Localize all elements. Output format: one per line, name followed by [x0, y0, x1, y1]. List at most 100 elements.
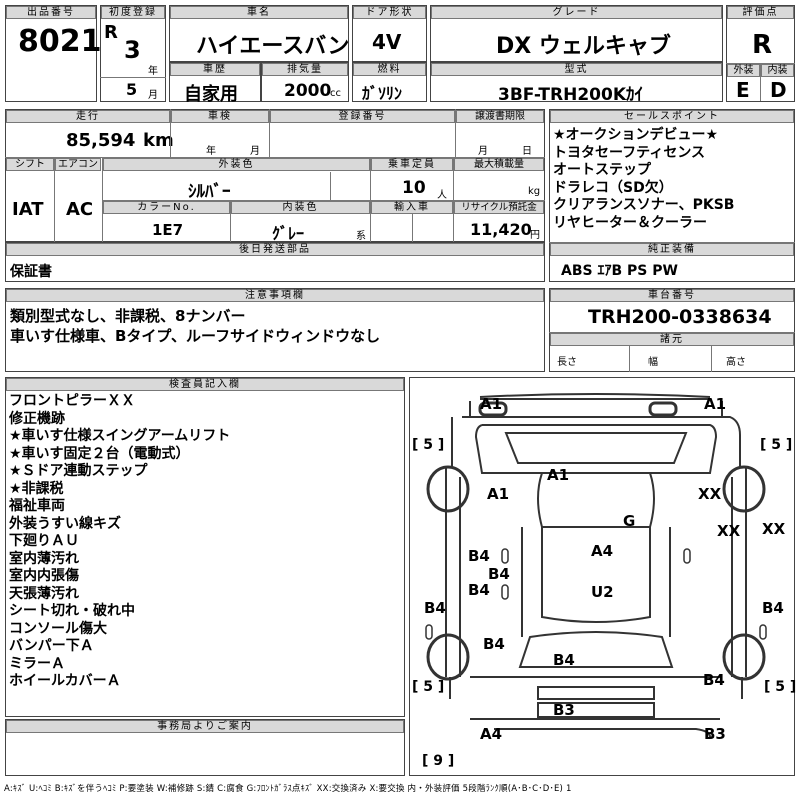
inspector-note: フロントピラーＸＸ	[9, 393, 135, 409]
left-side-outline	[445, 467, 461, 677]
interior-score-label: 内装	[761, 64, 794, 77]
car-name: ハイエースバン	[196, 34, 350, 59]
fuel: ｶﾞｿﾘﾝ	[362, 84, 403, 103]
inspector-note: コンソール傷大	[9, 620, 107, 637]
chassis-label: 車台番号	[550, 289, 794, 302]
office-label: 事務局よりご案内	[6, 720, 404, 733]
tire-tread-mark: [ 5 ]	[760, 437, 792, 453]
right-door-handle	[683, 548, 691, 564]
height-label: 高さ	[726, 357, 746, 368]
int-color-suffix: 系	[356, 231, 366, 242]
grade: DX ウェルキャブ	[496, 34, 671, 59]
damage-legend: A:ｷｽﾞ U:ﾍｺﾐ B:ｷｽﾞを伴うﾍｺﾐ P:要塗装 W:補修跡 S:錆 …	[4, 784, 572, 794]
damage-mark: B4	[424, 599, 446, 617]
sales-point-item: クリアランスソナー、PKSB	[553, 197, 735, 213]
inspector-note: ★Ｓドア連動ステップ	[9, 463, 148, 479]
length-label: 長さ	[557, 357, 577, 368]
shift-label: シフト	[6, 158, 54, 171]
equipment: ABS ｴｱB PS PW	[561, 263, 678, 279]
damage-mark: A1	[704, 395, 726, 413]
front-body-outline	[451, 416, 741, 474]
damage-mark: A1	[480, 395, 502, 413]
damage-mark: B4	[762, 599, 784, 617]
later-parts: 保証書	[10, 264, 52, 280]
damage-mark: G	[623, 512, 635, 530]
model-label: 型式	[431, 63, 722, 76]
damage-mark: B4	[703, 671, 725, 689]
sales-point-item: ★オークションデビュー★	[553, 127, 719, 143]
inspector-box	[5, 377, 405, 717]
history-label: 車歴	[170, 63, 260, 76]
tire-tread-mark: [ 5 ]	[412, 679, 444, 695]
doors: 4V	[372, 30, 402, 54]
inspection-year-unit: 年	[206, 146, 216, 157]
ext-color-label: 外装色	[103, 158, 370, 171]
damage-mark: B3	[704, 725, 726, 743]
transfer-month-unit: 月	[478, 146, 488, 157]
month-unit: 月	[148, 90, 158, 101]
right-side-lamp	[759, 624, 767, 640]
rear-left-tire	[426, 633, 470, 681]
interior-score: D	[770, 78, 787, 102]
right-side-outline	[731, 467, 747, 677]
mileage-unit: km	[143, 130, 174, 151]
inspector-note: 天張薄汚れ	[9, 585, 79, 602]
year-unit: 年	[148, 66, 158, 77]
doors-label: ドア形状	[353, 6, 426, 19]
inspector-note: ミラーＡ	[9, 655, 65, 672]
tire-tread-mark: [ 9 ]	[422, 753, 454, 769]
recycle-label: リサイクル預託金	[454, 201, 544, 214]
notes-label: 注意事項欄	[6, 289, 544, 302]
capacity-label: 乗車定員	[371, 158, 453, 171]
rear-right-tire	[722, 633, 766, 681]
left-rear-handle	[501, 584, 509, 600]
damage-mark: B3	[553, 701, 575, 719]
damage-mark: XX	[717, 522, 741, 540]
sales-points-list: ★オークションデビュー★トヨタセーフティセンスオートステップドラレコ（SD欠）ク…	[553, 127, 734, 232]
mileage-label: 走行	[6, 110, 170, 123]
lot-number-box	[5, 5, 97, 102]
damage-mark: XX	[762, 520, 786, 538]
inspector-label: 検査員記入欄	[6, 378, 404, 391]
sales-point-item: リヤヒーター＆クーラー	[553, 214, 707, 231]
tire-tread-mark: [ 5 ]	[764, 679, 796, 695]
damage-mark: U2	[591, 583, 614, 601]
damage-mark: B4	[553, 651, 575, 669]
front-bumper-outline	[469, 393, 723, 417]
max-load-unit: kg	[528, 186, 541, 197]
inspector-note: 下廻りＡＵ	[9, 533, 79, 549]
first-reg-year: 3	[124, 36, 141, 64]
inspector-note: 室内内張傷	[9, 568, 79, 584]
inspector-note: ★非課税	[9, 480, 64, 497]
sales-point-item: トヨタセーフティセンス	[553, 144, 706, 161]
displacement: 2000	[284, 81, 332, 101]
lot-number-label: 出品番号	[6, 6, 96, 19]
damage-diagram-box	[409, 377, 795, 776]
inspector-note: シート切れ・破れ中	[9, 603, 135, 619]
front-right-tire	[722, 465, 766, 513]
inspection-label: 車検	[171, 110, 269, 123]
car-name-label: 車名	[170, 6, 348, 19]
damage-mark: A1	[487, 485, 509, 503]
shift: IAT	[12, 199, 44, 220]
inspector-note: 福祉車両	[9, 498, 65, 514]
color-no-label: カラーNo.	[103, 201, 230, 214]
exterior-score: E	[736, 78, 750, 102]
lot-number: 8021	[18, 24, 102, 59]
front-right-headlight	[648, 401, 678, 417]
rear-bumper-outline	[537, 686, 655, 718]
import-label: 輸入車	[371, 201, 453, 214]
roof-outline	[521, 527, 671, 637]
tire-tread-mark: [ 5 ]	[412, 437, 444, 453]
note-line: 類別型式なし、非課税、8ナンバー	[10, 307, 246, 325]
rear-window-outline	[518, 631, 674, 668]
equipment-label: 純正装備	[550, 243, 794, 256]
inspection-month-unit: 月	[250, 146, 260, 157]
int-color: ｸﾞﾚｰ	[272, 224, 305, 243]
dims-label: 諸元	[550, 333, 794, 346]
windshield-outline	[504, 432, 688, 464]
history: 自家用	[184, 84, 238, 105]
fuel-label: 燃料	[353, 63, 426, 76]
